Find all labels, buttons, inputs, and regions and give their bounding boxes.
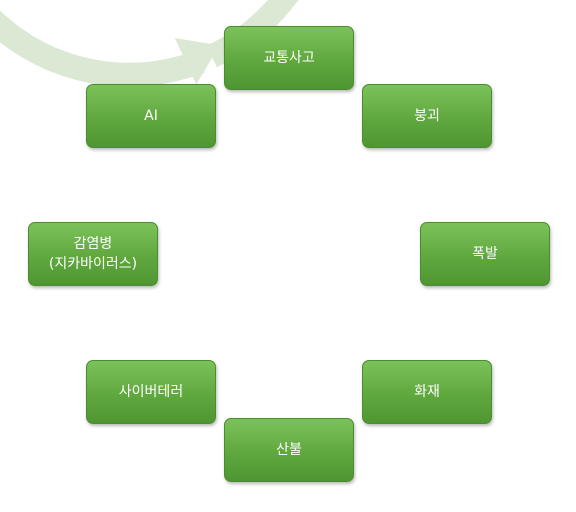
node-label: 화재 xyxy=(414,384,440,400)
node-forest-fire: 산불 xyxy=(224,418,354,482)
node-ai: AI xyxy=(86,84,216,148)
node-collapse: 붕괴 xyxy=(362,84,492,148)
node-label: 붕괴 xyxy=(414,108,440,124)
node-label: 감염병 xyxy=(73,236,113,252)
node-cyber-terror: 사이버테러 xyxy=(86,360,216,424)
node-sublabel: (지카바이러스) xyxy=(48,256,138,272)
node-explosion: 폭발 xyxy=(420,222,550,286)
cycle-arrow-head xyxy=(174,38,220,85)
node-label: 사이버테러 xyxy=(118,384,184,400)
node-label: AI xyxy=(144,108,158,124)
node-traffic-accident: 교통사고 xyxy=(224,26,354,90)
node-label: 산불 xyxy=(276,442,302,458)
node-fire: 화재 xyxy=(362,360,492,424)
node-infectious-disease: 감염병 (지카바이러스) xyxy=(28,222,158,286)
node-label: 교통사고 xyxy=(263,50,315,66)
cycle-ring-arc xyxy=(0,0,299,87)
node-label: 폭발 xyxy=(472,246,498,262)
